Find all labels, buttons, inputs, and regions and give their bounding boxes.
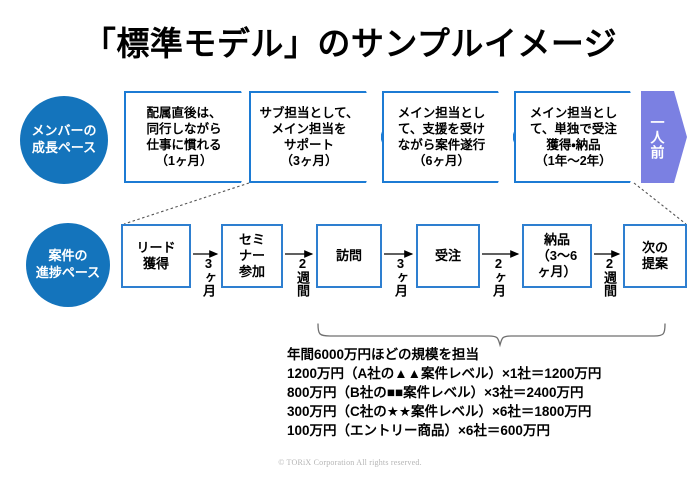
summary-headline: 年間6000万円ほどの規模を担当 — [287, 347, 480, 362]
growth-stage-1-line4: （1ヶ月） — [155, 154, 213, 169]
dashed-connector-right — [633, 182, 687, 225]
dashed-connector-left — [123, 182, 250, 225]
copyright-footer: © TORiX Corporation All rights reserved. — [278, 458, 422, 467]
growth-stage-3[interactable]: メイン担当とし て、支援を受け ながら案件遂行 （6ヶ月） — [382, 91, 515, 183]
page-title: 「標準モデル」のサンプルイメージ — [82, 25, 618, 62]
growth-stage-final[interactable]: 一人前 — [641, 91, 687, 183]
progress-step-1-line1: リード — [136, 240, 176, 256]
progress-step-5-line1: 納品 — [543, 232, 570, 248]
interval-label-5: 2週間 — [602, 256, 617, 297]
growth-stage-4-text: メイン担当とし て、単独で受注 獲得・納品 （1年〜2年） — [516, 93, 628, 181]
growth-stage-1-text: 配属直後は、 同行しながら 仕事に慣れる （1ヶ月） — [126, 93, 239, 181]
progress-step-next-proposal[interactable]: 次の 提案 — [623, 224, 687, 288]
growth-stage-1-line3: 仕事に慣れる — [146, 138, 222, 152]
interval-label-1: 3ヶ月 — [201, 256, 216, 297]
row-label-progress-line1: 案件の — [48, 248, 88, 264]
progress-step-visit[interactable]: 訪問 — [316, 224, 382, 288]
progress-step-6-line2: 提案 — [641, 256, 668, 271]
summary-line-1: 1200万円（A社の▲▲案件レベル）×1社＝1200万円 — [287, 365, 602, 381]
progress-step-1-line2: 獲得 — [142, 256, 169, 271]
growth-stage-2-line3: サポート — [283, 138, 334, 152]
row-label-growth-line2: 成長ペース — [31, 140, 97, 155]
growth-stage-3-line1: メイン担当とし — [397, 105, 486, 120]
row-label-growth-line1: メンバーの — [31, 123, 97, 139]
growth-stage-4-line4: （1年〜2年） — [535, 154, 612, 169]
summary-line-2: 800万円（B社の■■案件レベル）×3社＝2400万円 — [287, 384, 584, 400]
progress-step-seminar[interactable]: セミ ナー 参加 — [221, 224, 283, 288]
progress-step-order[interactable]: 受注 — [416, 224, 480, 288]
row-label-growth-pace: メンバーの 成長ペース — [20, 96, 108, 184]
progress-step-2-line2: ナー — [238, 248, 265, 264]
growth-stage-4[interactable]: メイン担当とし て、単独で受注 獲得・納品 （1年〜2年） — [514, 91, 647, 183]
progress-step-4-line1: 受注 — [434, 248, 461, 264]
growth-stage-1-line1: 配属直後は、 — [146, 105, 222, 120]
growth-stage-2-line1: サブ担当として、 — [259, 105, 359, 120]
growth-stage-3-text: メイン担当とし て、支援を受け ながら案件遂行 （6ヶ月） — [384, 93, 496, 181]
summary-brace — [317, 323, 666, 348]
interval-label-3: 3ヶ月 — [393, 256, 408, 297]
summary-block: 年間6000万円ほどの規模を担当 1200万円（A社の▲▲案件レベル）×1社＝1… — [287, 346, 601, 440]
row-label-progress-line2: 進捗ペース — [35, 265, 101, 280]
growth-stage-1-line2: 同行しながら — [146, 121, 222, 136]
growth-stage-2-text: サブ担当として、 メイン担当を サポート （3ヶ月） — [251, 93, 364, 181]
row-label-progress-pace: 案件の 進捗ペース — [26, 223, 110, 307]
growth-stage-2-line2: メイン担当を — [271, 121, 347, 136]
growth-stage-final-label: 一人前 — [649, 114, 666, 160]
progress-step-5-line3: ヶ月） — [537, 263, 577, 279]
growth-stage-2[interactable]: サブ担当として、 メイン担当を サポート （3ヶ月） — [249, 91, 383, 183]
progress-step-3-line1: 訪問 — [335, 248, 362, 264]
summary-line-4: 100万円（エントリー商品）×6社＝600万円 — [287, 422, 550, 438]
interval-label-2: 2週間 — [295, 256, 310, 297]
growth-stage-4-line2: て、単独で受注 — [530, 121, 617, 136]
progress-step-delivery[interactable]: 納品 （3〜6 ヶ月） — [522, 224, 592, 288]
growth-stage-4-line3: 獲得・納品 — [546, 138, 601, 152]
progress-step-5-line2: （3〜6 — [536, 248, 578, 264]
growth-stage-1[interactable]: 配属直後は、 同行しながら 仕事に慣れる （1ヶ月） — [124, 91, 258, 183]
growth-stage-4-line1: メイン担当とし — [529, 105, 618, 120]
progress-step-6-line1: 次の — [641, 240, 668, 256]
interval-label-4: 2ヶ月 — [491, 256, 506, 297]
growth-stage-3-line4: （6ヶ月） — [413, 154, 470, 169]
growth-stage-3-line2: て、支援を受け — [398, 121, 485, 136]
summary-line-3: 300万円（C社の★★案件レベル）×6社＝1800万円 — [287, 403, 592, 419]
progress-step-lead-acquisition[interactable]: リード 獲得 — [121, 224, 191, 288]
growth-stage-3-line3: ながら案件遂行 — [397, 138, 486, 152]
progress-step-2-line1: セミ — [238, 232, 265, 248]
growth-stage-2-line4: （3ヶ月） — [280, 154, 338, 169]
progress-step-2-line3: 参加 — [238, 263, 265, 279]
